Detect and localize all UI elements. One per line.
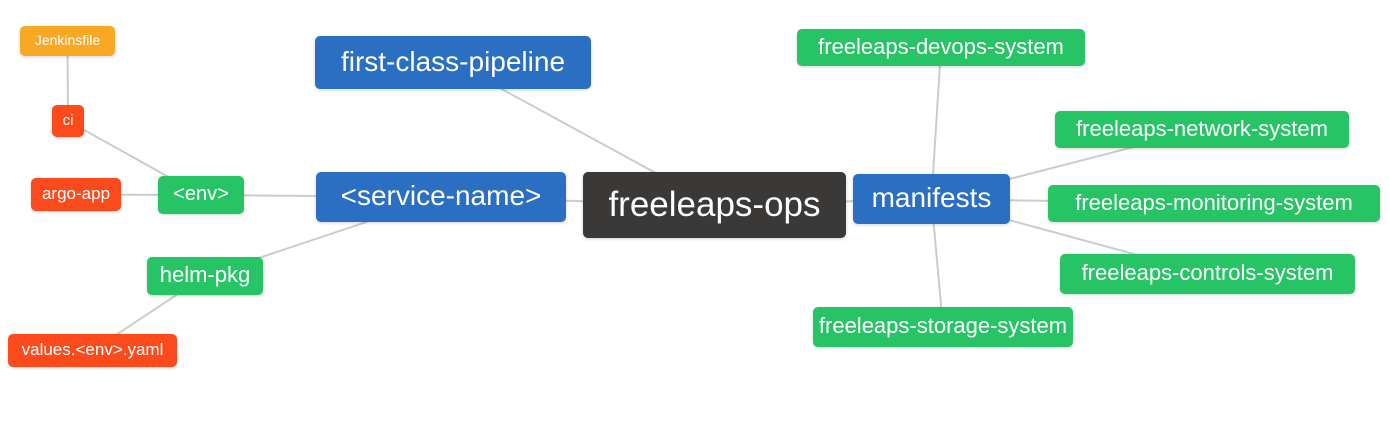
mindmap-node-freeleaps-ops[interactable]: freeleaps-ops xyxy=(583,172,846,238)
node-label: manifests xyxy=(871,182,992,213)
node-label: freeleaps-controls-system xyxy=(1081,260,1334,285)
mindmap-node-values-env-yaml[interactable]: values.<env>.yaml xyxy=(8,334,177,367)
edge-manifests--freeleaps-devops-system xyxy=(930,47,942,200)
mindmap-node-freeleaps-devops-system[interactable]: freeleaps-devops-system xyxy=(797,29,1085,66)
node-label: freeleaps-network-system xyxy=(1076,115,1328,141)
node-label: <env> xyxy=(173,183,229,205)
node-label: ci xyxy=(62,111,74,129)
node-label: argo-app xyxy=(41,184,111,203)
node-label: freeleaps-devops-system xyxy=(818,33,1064,59)
node-label: freeleaps-ops xyxy=(608,184,821,224)
node-label: values.<env>.yaml xyxy=(21,340,164,359)
node-label: Jenkinsfile xyxy=(34,32,101,48)
mindmap-node-freeleaps-monitoring-system[interactable]: freeleaps-monitoring-system xyxy=(1048,185,1380,222)
node-label: freeleaps-monitoring-system xyxy=(1075,189,1353,215)
mindmap-node-ci[interactable]: ci xyxy=(52,105,84,137)
mindmap-node-service-name[interactable]: <service-name> xyxy=(316,172,566,222)
mindmap-node-jenkinsfile[interactable]: Jenkinsfile xyxy=(20,26,115,56)
mindmap-node-helm-pkg[interactable]: helm-pkg xyxy=(147,257,263,295)
node-label: <service-name> xyxy=(340,180,542,211)
node-label: first-class-pipeline xyxy=(340,45,566,77)
mindmap-node-manifests[interactable]: manifests xyxy=(853,174,1010,224)
mindmap-node-argo-app[interactable]: argo-app xyxy=(31,178,121,211)
node-label: helm-pkg xyxy=(159,262,251,287)
mindmap-node-env[interactable]: <env> xyxy=(158,176,244,214)
mindmap-node-freeleaps-storage-system[interactable]: freeleaps-storage-system xyxy=(813,307,1073,347)
mindmap-node-freeleaps-network-system[interactable]: freeleaps-network-system xyxy=(1055,111,1349,148)
mindmap-node-freeleaps-controls-system[interactable]: freeleaps-controls-system xyxy=(1060,254,1355,294)
node-label: freeleaps-storage-system xyxy=(818,313,1068,338)
mindmap-node-first-class-pipeline[interactable]: first-class-pipeline xyxy=(315,36,591,89)
